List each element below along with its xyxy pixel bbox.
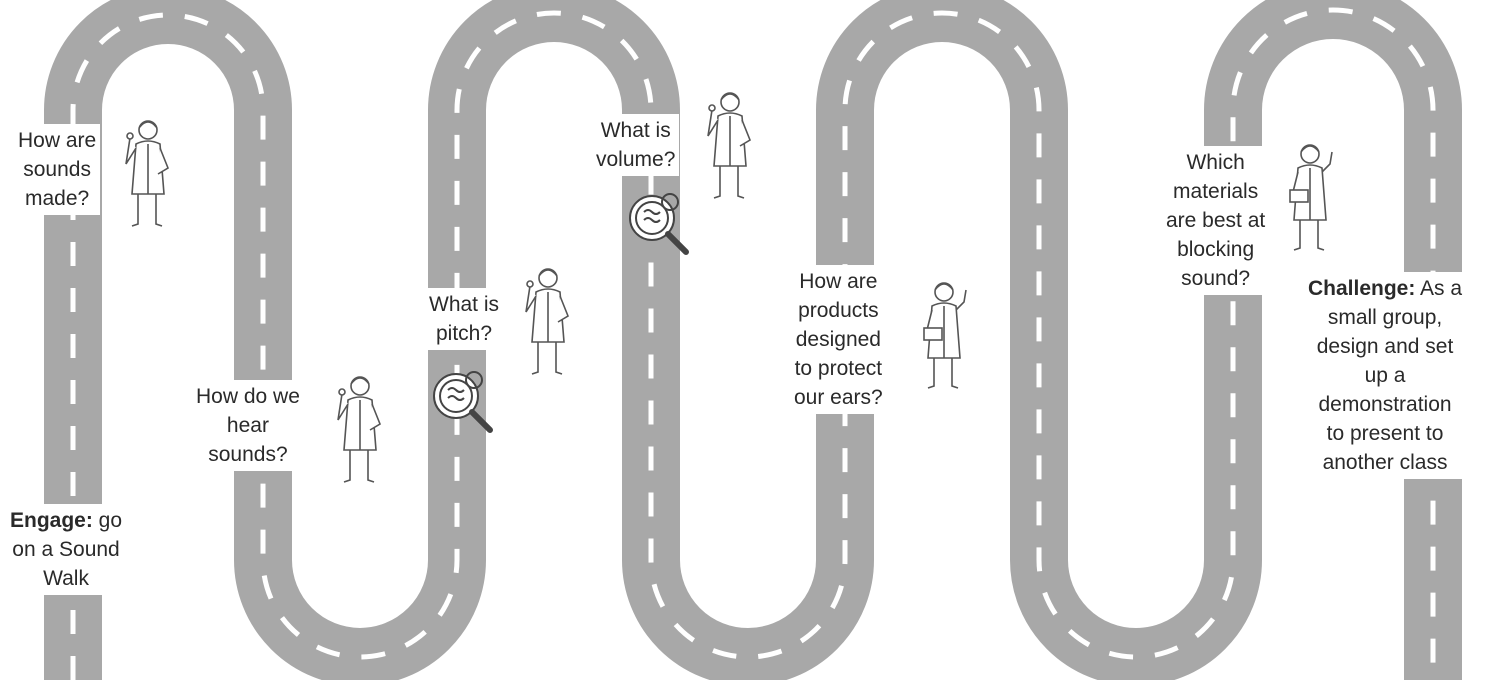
label-engage: Engage: go on a Sound Walk xyxy=(6,504,127,595)
label-how-are-products-designed: How are products designed to protect our… xyxy=(790,265,887,414)
scientist-figure-icon xyxy=(525,268,569,375)
scientist-figure-icon xyxy=(923,282,967,389)
label-how-are-sounds-made: How are sounds made? xyxy=(14,124,101,215)
label-how-do-we-hear-sounds: How do we hear sounds? xyxy=(192,380,304,471)
label-which-materials-block-sound: Which materials are best at blocking sou… xyxy=(1162,146,1270,295)
scientist-figure-icon xyxy=(337,376,381,483)
challenge-rest: As a xyxy=(1415,277,1463,300)
engage-rest: go xyxy=(92,509,123,532)
scientist-figure-icon xyxy=(1289,144,1333,251)
scientist-figure-icon xyxy=(125,120,169,227)
engage-bold: Engage: xyxy=(10,509,93,532)
scientist-figure-icon xyxy=(707,92,751,199)
label-what-is-volume: What is volume? xyxy=(592,114,680,176)
magnifying-glass-icon xyxy=(433,371,493,433)
label-challenge: Challenge: As a small group, design and … xyxy=(1304,272,1467,479)
road-center-dashes xyxy=(70,7,1436,680)
challenge-bold: Challenge: xyxy=(1308,277,1416,300)
magnifying-glass-icon xyxy=(629,193,689,255)
label-what-is-pitch: What is pitch? xyxy=(425,288,504,350)
